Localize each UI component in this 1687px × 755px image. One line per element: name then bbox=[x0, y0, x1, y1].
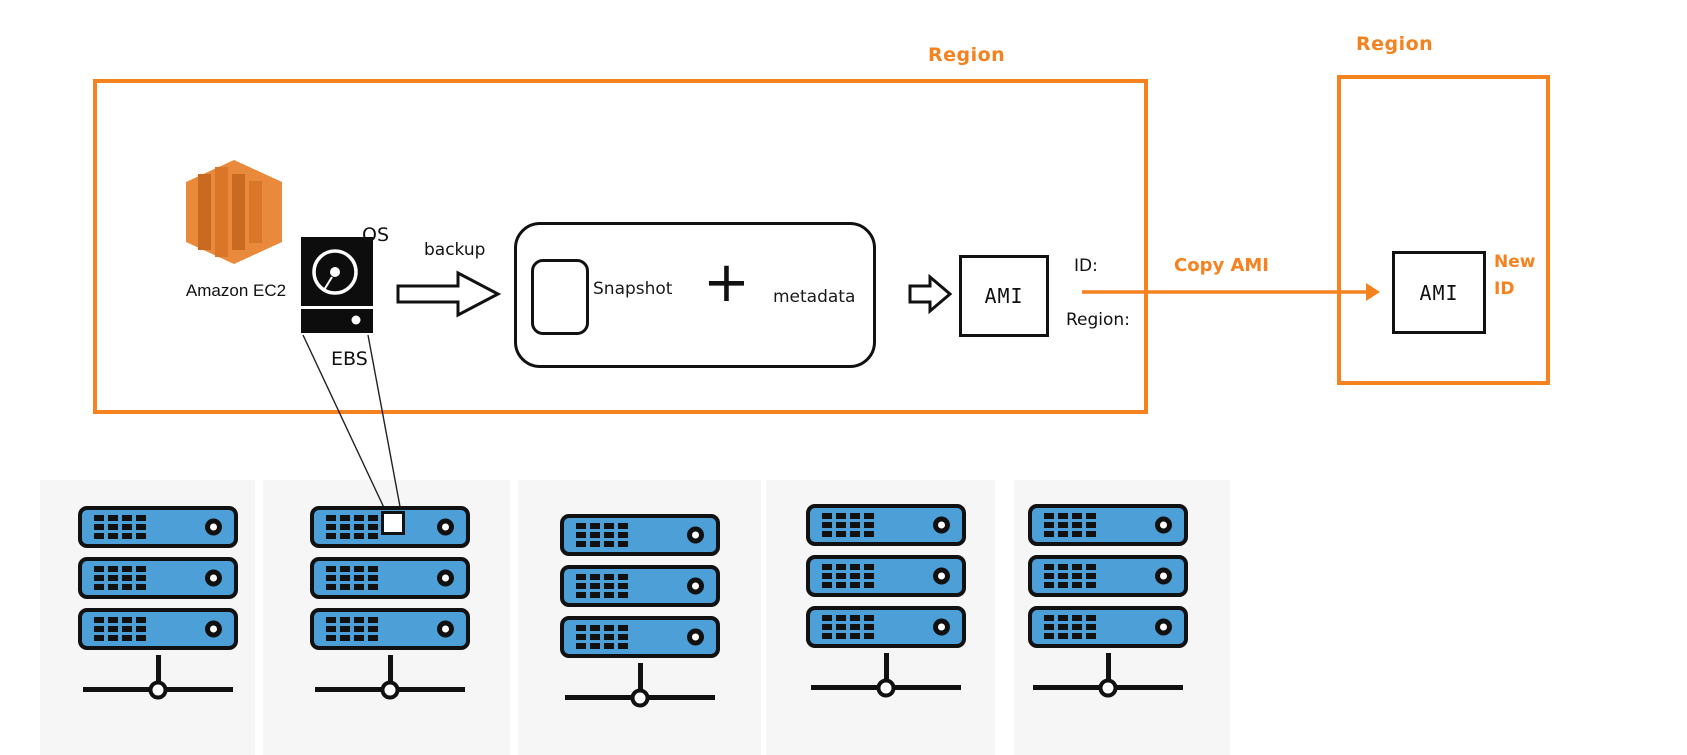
server-vents-icon bbox=[822, 513, 832, 519]
server-led-icon bbox=[1155, 618, 1172, 636]
server-icon bbox=[310, 557, 470, 599]
plus-sign: + bbox=[703, 250, 750, 315]
new-id-line2: ID bbox=[1494, 279, 1515, 299]
network-node-icon bbox=[380, 680, 400, 699]
server-icon bbox=[78, 557, 238, 599]
server-vents-icon bbox=[326, 566, 336, 572]
server-vents-icon bbox=[326, 515, 336, 521]
region-label-main: Region bbox=[928, 44, 1006, 66]
metadata-label: metadata bbox=[773, 287, 856, 307]
server-icon bbox=[560, 565, 720, 607]
ami-source-label: AMI bbox=[984, 284, 1024, 308]
server-icon bbox=[560, 616, 720, 658]
os-label: OS bbox=[362, 224, 390, 246]
server-led-icon bbox=[437, 569, 454, 587]
server-led-icon bbox=[933, 567, 950, 585]
new-id-line1: New bbox=[1494, 252, 1536, 272]
server-vents-icon bbox=[822, 615, 832, 621]
server-icon bbox=[78, 506, 238, 548]
server-vents-icon bbox=[326, 617, 336, 623]
server-led-icon bbox=[205, 518, 222, 536]
copy-ami-label: Copy AMI bbox=[1174, 255, 1270, 276]
server-vents-icon bbox=[576, 625, 586, 631]
region-box-main bbox=[93, 79, 1148, 414]
server-led-icon bbox=[933, 618, 950, 636]
server-vents-icon bbox=[1044, 513, 1054, 519]
rack-stand bbox=[883, 653, 889, 685]
server-led-icon bbox=[205, 569, 222, 587]
ebs-attachment-square bbox=[381, 511, 405, 535]
network-node-icon bbox=[876, 678, 896, 697]
server-cluster-1 bbox=[78, 506, 238, 699]
server-cluster-4 bbox=[806, 504, 966, 697]
ec2-caption: Amazon EC2 bbox=[185, 281, 287, 300]
server-vents-icon bbox=[822, 564, 832, 570]
ami-target-label: AMI bbox=[1419, 280, 1459, 305]
network-node-icon bbox=[630, 688, 650, 707]
server-led-icon bbox=[687, 526, 704, 544]
new-id-label: New ID bbox=[1494, 249, 1535, 303]
rack-base bbox=[811, 678, 961, 697]
snapshot-icon bbox=[531, 259, 589, 335]
server-vents-icon bbox=[94, 566, 104, 572]
server-icon bbox=[1028, 504, 1188, 546]
rack-base bbox=[315, 680, 465, 699]
server-led-icon bbox=[437, 620, 454, 638]
server-icon bbox=[806, 504, 966, 546]
rack-base bbox=[565, 688, 715, 707]
network-node-icon bbox=[1098, 678, 1118, 697]
server-vents-icon bbox=[1044, 615, 1054, 621]
rack-stand bbox=[387, 655, 393, 687]
rack-stand bbox=[1105, 653, 1111, 685]
server-led-icon bbox=[205, 620, 222, 638]
server-led-icon bbox=[437, 518, 454, 536]
server-led-icon bbox=[687, 628, 704, 646]
server-led-icon bbox=[1155, 516, 1172, 534]
copy-ami-arrow-icon bbox=[1082, 279, 1380, 305]
server-icon bbox=[560, 514, 720, 556]
server-icon bbox=[310, 608, 470, 650]
server-icon bbox=[1028, 555, 1188, 597]
ami-box-source: AMI bbox=[959, 255, 1049, 337]
server-vents-icon bbox=[1044, 564, 1054, 570]
snapshot-metadata-group: Snapshot + metadata bbox=[514, 222, 876, 368]
ebs-volume-icon bbox=[301, 237, 373, 333]
server-vents-icon bbox=[94, 617, 104, 623]
server-icon bbox=[806, 555, 966, 597]
region-label-copy: Region bbox=[1356, 33, 1434, 55]
ami-box-target: AMI bbox=[1392, 251, 1486, 334]
network-node-icon bbox=[148, 680, 168, 699]
server-vents-icon bbox=[94, 515, 104, 521]
backup-label: backup bbox=[424, 240, 486, 260]
server-vents-icon bbox=[576, 523, 586, 529]
ami-region-label: Region: bbox=[1066, 310, 1130, 330]
server-led-icon bbox=[1155, 567, 1172, 585]
to-ami-arrow-icon bbox=[908, 274, 954, 314]
server-cluster-2 bbox=[310, 506, 470, 699]
backup-arrow-icon bbox=[396, 268, 502, 320]
rack-base bbox=[83, 680, 233, 699]
region-box-copy bbox=[1337, 75, 1550, 385]
rack-stand bbox=[155, 655, 161, 687]
server-vents-icon bbox=[576, 574, 586, 580]
server-cluster-5 bbox=[1028, 504, 1188, 697]
server-led-icon bbox=[933, 516, 950, 534]
server-led-icon bbox=[687, 577, 704, 595]
server-icon bbox=[1028, 606, 1188, 648]
ebs-label: EBS bbox=[331, 348, 368, 370]
snapshot-label: Snapshot bbox=[593, 279, 673, 299]
server-cluster-3 bbox=[560, 514, 720, 707]
server-icon bbox=[806, 606, 966, 648]
amazon-ec2-icon bbox=[178, 152, 290, 272]
rack-stand bbox=[637, 663, 643, 695]
server-icon bbox=[78, 608, 238, 650]
ami-id-label: ID: bbox=[1074, 256, 1098, 276]
rack-base bbox=[1033, 678, 1183, 697]
